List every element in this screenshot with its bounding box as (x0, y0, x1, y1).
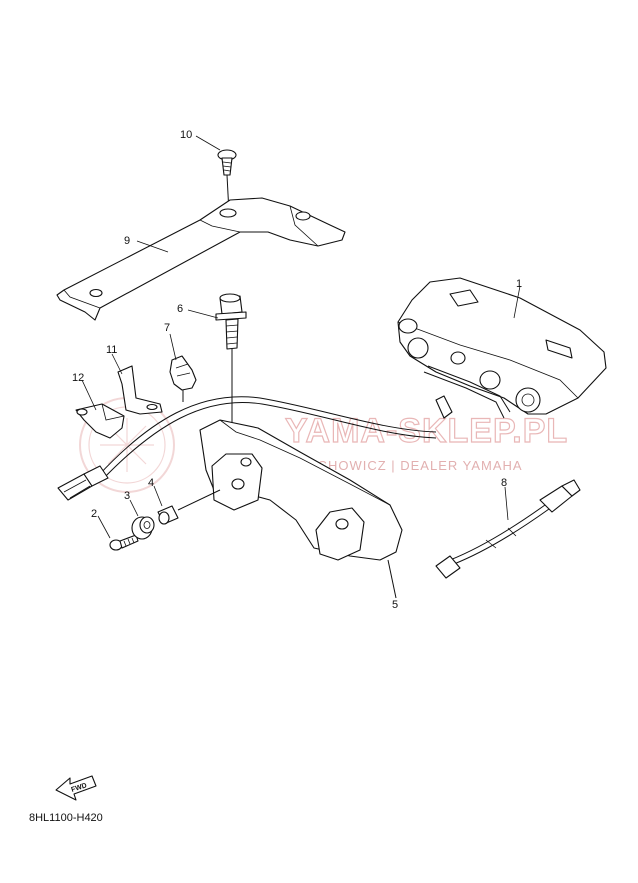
callout-12: 12 (72, 372, 84, 384)
fwd-label: FWD (70, 782, 87, 794)
leader-lines (81, 135, 521, 539)
part-5-mount (199, 419, 403, 599)
callout-11: 11 (106, 344, 117, 356)
part-7-clip (169, 355, 197, 402)
part-12-bracket (75, 403, 125, 439)
diagram-code: 8HL1100-H420 (29, 812, 103, 824)
part-2-screw (109, 534, 139, 551)
part-11-bracket (117, 365, 163, 415)
callout-10: 10 (180, 129, 192, 141)
part-8-sub-harness (435, 479, 581, 579)
part-3-grommet (131, 516, 155, 540)
callout-5: 5 (392, 599, 398, 611)
callout-4: 4 (148, 477, 154, 489)
callout-6: 6 (177, 303, 183, 315)
callout-9: 9 (124, 235, 130, 247)
callout-8: 8 (501, 477, 507, 489)
callouts: 1 2 3 4 5 6 7 8 9 10 11 12 (72, 129, 522, 611)
part-1-tail-light (397, 277, 607, 419)
part-6-bolt (215, 293, 247, 480)
callout-1: 1 (516, 278, 522, 290)
harness-wire (57, 396, 437, 501)
callout-3: 3 (124, 490, 130, 502)
part-10-screw (217, 149, 237, 214)
fwd-arrow-icon: FWD (55, 775, 97, 801)
callout-7: 7 (164, 322, 170, 334)
part-9-bracket (56, 197, 346, 321)
callout-2: 2 (91, 508, 97, 520)
part-4-collar (157, 489, 221, 525)
watermark-sub-text: WIECHOWICZ | DEALER YAMAHA (290, 458, 523, 473)
